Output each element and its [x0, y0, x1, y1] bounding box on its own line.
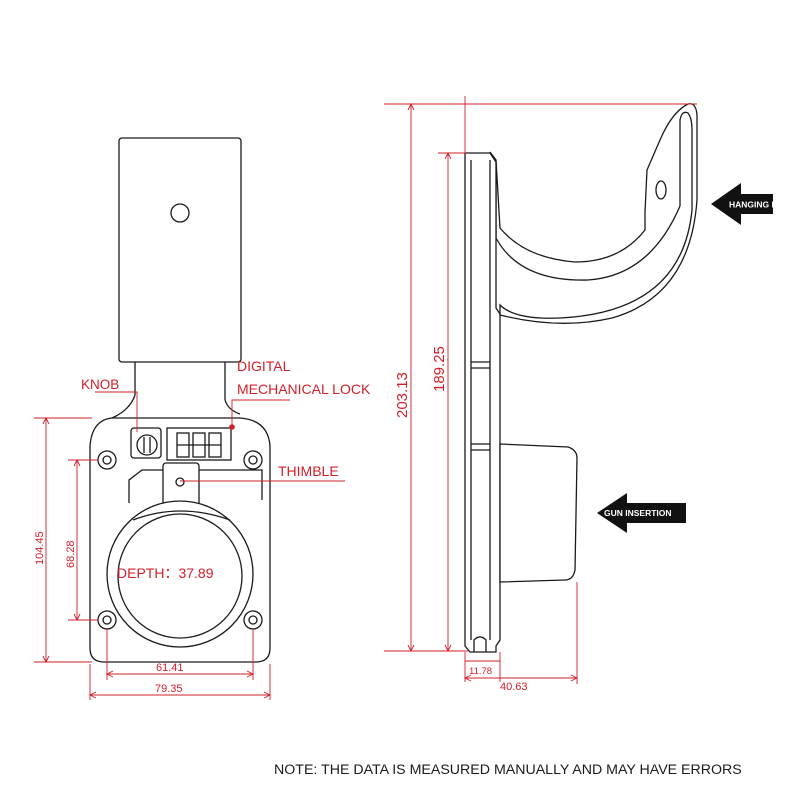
socket-body: [499, 443, 578, 583]
plug-neck: [134, 362, 226, 400]
socket-lid-arc: [132, 510, 231, 521]
neck-flare: [111, 394, 241, 419]
knob-leader: [95, 391, 138, 432]
dim-mount-height-value: 189.25: [431, 346, 448, 392]
hook-bracket: [489, 103, 698, 324]
depth-label: DEPTH：37.89: [117, 565, 214, 581]
dim-total-height: 203.13: [384, 102, 697, 653]
dim-overall-width: 79.35: [88, 664, 272, 700]
dim-total-depth-value: 40.63: [500, 681, 528, 693]
mounting-plate: [464, 152, 501, 653]
arrow-left-icon: [597, 493, 686, 533]
hanging-line-label: HANGING LINE: [729, 200, 791, 210]
knob-label: KNOB: [81, 377, 119, 392]
dim-mount-height: 189.25: [431, 151, 466, 653]
arrow-left-icon: [711, 183, 773, 225]
gun-insertion-arrow: GUN INSERTION: [597, 493, 686, 533]
front-view: KNOB DIGITAL MECHANICAL LOCK THIMBLE DEP…: [34, 137, 371, 700]
mounting-hole-bottom-left: [97, 610, 117, 630]
mounting-hole-top-left: [97, 450, 117, 470]
mounting-hole-top-right: [243, 450, 263, 470]
thimble-dot: [175, 477, 185, 487]
dim-total-height-value: 203.13: [394, 372, 411, 418]
plate-foot: [473, 636, 487, 652]
plug-handle-hole: [170, 203, 190, 223]
plug-handle: [118, 137, 242, 363]
dim-hole-horizontal-value: 61.41: [156, 662, 184, 674]
digital-lock-icon: [166, 424, 235, 461]
dim-plate-thickness: 11.78: [464, 652, 501, 682]
dim-hole-vertical: 68.28: [65, 458, 98, 622]
dim-overall-width-value: 79.35: [155, 683, 183, 695]
digital-lock-dot: [229, 424, 235, 430]
latch-frame: [128, 469, 263, 503]
dim-plate-thickness-value: 11.78: [469, 666, 492, 677]
knob-icon: [130, 427, 162, 459]
socket-inner: [117, 513, 243, 639]
mechanical-lock-label: MECHANICAL LOCK: [237, 381, 371, 397]
gun-insertion-label: GUN INSERTION: [604, 508, 672, 518]
dim-overall-height: 104.45: [34, 416, 92, 664]
digital-lock-leader: [231, 399, 290, 426]
dim-hole-horizontal: 61.41: [105, 628, 255, 680]
dim-total-depth: 40.63: [463, 582, 579, 693]
hook-hole: [655, 180, 667, 200]
side-view: 203.13 189.25 11.78 40.63 HANGI: [384, 96, 791, 693]
digital-label: DIGITAL: [237, 358, 291, 374]
hanging-line-arrow: HANGING LINE: [711, 183, 791, 225]
thimble-label: THIMBLE: [278, 463, 339, 479]
measurement-note: NOTE: THE DATA IS MEASURED MANUALLY AND …: [274, 762, 742, 778]
dim-overall-height-value: 104.45: [34, 531, 46, 565]
mounting-hole-bottom-right: [243, 610, 263, 630]
dim-hole-vertical-value: 68.28: [65, 540, 77, 568]
